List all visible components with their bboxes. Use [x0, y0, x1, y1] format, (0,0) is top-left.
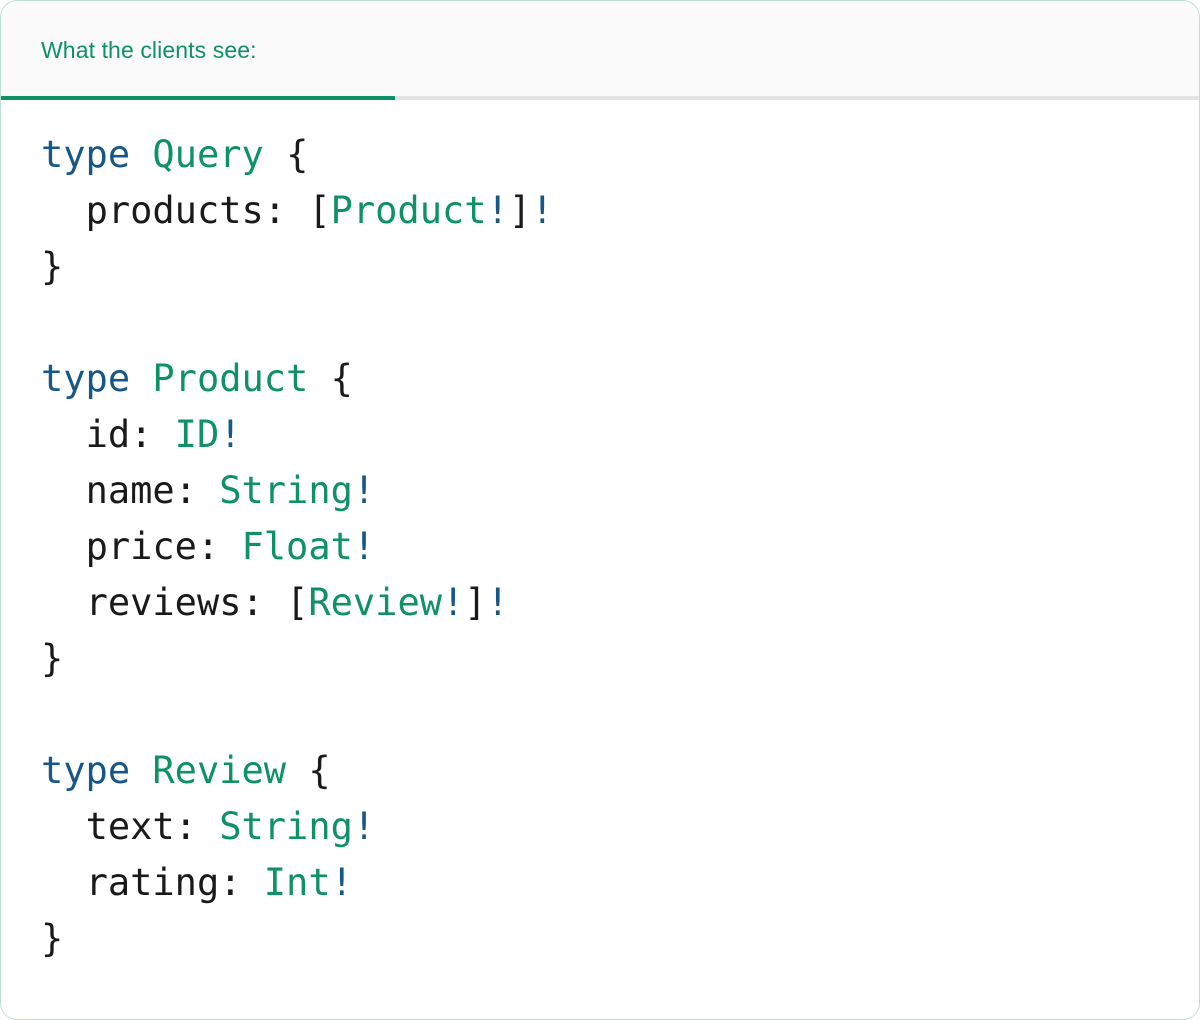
- token-non-null: !: [352, 525, 376, 568]
- code-line: text: String!: [41, 799, 1199, 855]
- token-type-name: String: [219, 469, 353, 512]
- code-line: id: ID!: [41, 407, 1199, 463]
- token-field-name: id:: [85, 413, 153, 456]
- graphql-schema-code[interactable]: type Query { products: [Product!]!} type…: [1, 127, 1199, 967]
- token-non-null: !: [352, 805, 376, 848]
- token-non-null: !: [442, 581, 465, 624]
- token-field-name: products:: [85, 189, 287, 232]
- tab-label: What the clients see:: [41, 37, 257, 63]
- token-brace: }: [41, 917, 64, 960]
- code-line: products: [Product!]!: [41, 183, 1199, 239]
- token-type-name: Float: [241, 525, 353, 568]
- token-type-name: ID: [174, 413, 220, 456]
- token-non-null: !: [219, 413, 242, 456]
- token-brace: {: [286, 133, 309, 176]
- token-brace: }: [41, 245, 64, 288]
- tab-strip: What the clients see:: [1, 1, 1199, 100]
- tab-what-the-clients-see[interactable]: What the clients see:: [1, 1, 395, 100]
- token-type-name: Product: [152, 357, 309, 400]
- token-bracket-open: [: [308, 189, 331, 232]
- token-field-name: price:: [85, 525, 220, 568]
- code-line: name: String!: [41, 463, 1199, 519]
- code-line: type Review {: [41, 743, 1199, 799]
- code-line: type Query {: [41, 127, 1199, 183]
- token-keyword: type: [41, 133, 131, 176]
- code-line: rating: Int!: [41, 855, 1199, 911]
- token-type-name: Query: [152, 133, 264, 176]
- code-line: }: [41, 911, 1199, 967]
- code-line-blank: [41, 295, 1199, 351]
- token-keyword: type: [41, 749, 131, 792]
- token-field-name: text:: [85, 805, 197, 848]
- token-brace: {: [308, 749, 331, 792]
- code-line: type Product {: [41, 351, 1199, 407]
- code-line: reviews: [Review!]!: [41, 575, 1199, 631]
- code-line: }: [41, 239, 1199, 295]
- token-non-null: !: [486, 189, 509, 232]
- token-field-name: reviews:: [85, 581, 264, 624]
- token-type-name: Review: [308, 581, 442, 624]
- code-line: price: Float!: [41, 519, 1199, 575]
- token-keyword: type: [41, 357, 131, 400]
- token-non-null: !: [352, 469, 376, 512]
- token-field-name: name:: [85, 469, 197, 512]
- token-type-name: Product: [330, 189, 487, 232]
- token-bracket-open: [: [286, 581, 309, 624]
- token-type-name: String: [219, 805, 353, 848]
- token-non-null: !: [330, 861, 353, 904]
- token-type-name: Int: [263, 861, 331, 904]
- tab-strip-divider: [1, 96, 1199, 100]
- token-type-name: Review: [152, 749, 287, 792]
- token-field-name: rating:: [85, 861, 242, 904]
- token-bracket-close: ]: [464, 581, 487, 624]
- token-non-null: !: [531, 189, 554, 232]
- token-non-null: !: [486, 581, 509, 624]
- token-bracket-close: ]: [508, 189, 532, 232]
- code-body: type Query { products: [Product!]!} type…: [1, 100, 1199, 1017]
- code-line: }: [41, 631, 1199, 687]
- token-brace: }: [41, 637, 64, 680]
- code-line-blank: [41, 687, 1199, 743]
- tab-active-underline: [1, 96, 395, 100]
- token-brace: {: [330, 357, 353, 400]
